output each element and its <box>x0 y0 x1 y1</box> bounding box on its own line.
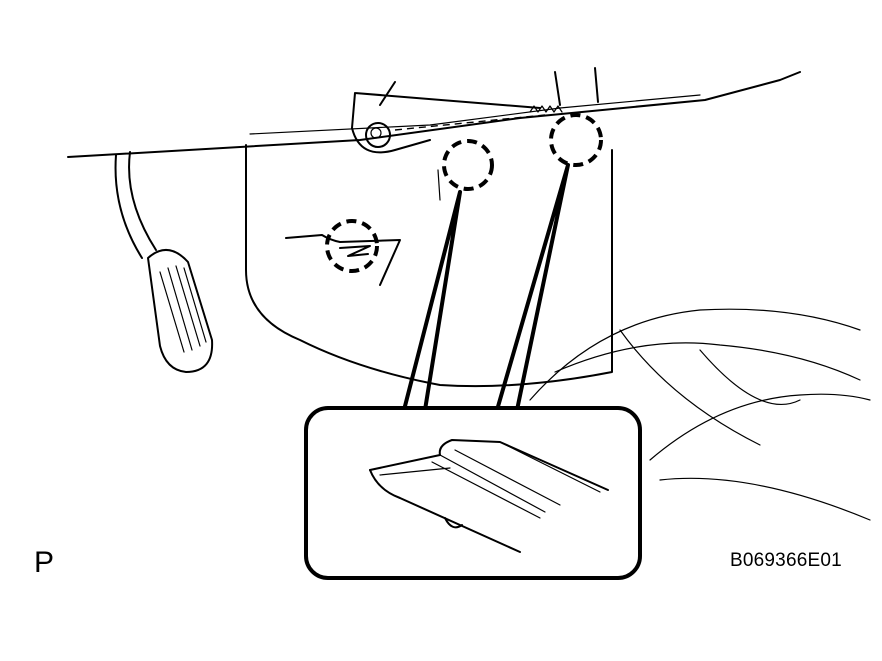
dash-lower-edge-2 <box>249 94 701 135</box>
seat-contour-4 <box>659 477 871 521</box>
spring <box>529 105 563 113</box>
panel-hook-detail <box>339 245 371 257</box>
panel-inner-edge <box>437 169 441 201</box>
seat-contour-2 <box>554 342 861 381</box>
clip-detail-edge <box>454 441 601 506</box>
seat-contour-1 <box>529 308 861 401</box>
lower-cover-panel <box>245 144 613 388</box>
clip-circle-left <box>442 139 494 191</box>
pedal-arm <box>114 151 157 259</box>
pedal-ridge-3 <box>175 265 201 347</box>
clip-detail-underside <box>369 469 521 553</box>
accelerator-pedal <box>147 249 214 373</box>
clip-detail-tab <box>444 517 463 529</box>
seat-contour-5 <box>619 329 801 446</box>
figure-code: B069366E01 <box>730 550 842 571</box>
detail-inset-frame <box>304 406 642 580</box>
pedal-ridge-4 <box>183 267 207 343</box>
leader-line-right <box>495 163 570 412</box>
view-label: P <box>34 546 55 579</box>
seat-contour-3 <box>649 393 871 461</box>
hinge-arm <box>351 127 431 154</box>
pedal-ridge-2 <box>167 267 193 351</box>
bracket-upper <box>351 81 541 129</box>
pedal-ridge-1 <box>159 271 185 353</box>
leader-line-left <box>402 190 462 412</box>
clip-circle-right <box>549 113 603 167</box>
detail-inset-box <box>306 408 640 578</box>
panel-hook <box>285 234 401 286</box>
hinge-rod <box>394 114 546 131</box>
dash-lower-edge <box>67 71 801 158</box>
hinge-bolt-inner <box>370 127 382 139</box>
clip-circle-center <box>325 219 379 273</box>
steering-column <box>554 67 599 106</box>
clip-detail-rail <box>379 454 546 519</box>
hinge-bolt <box>365 122 391 148</box>
